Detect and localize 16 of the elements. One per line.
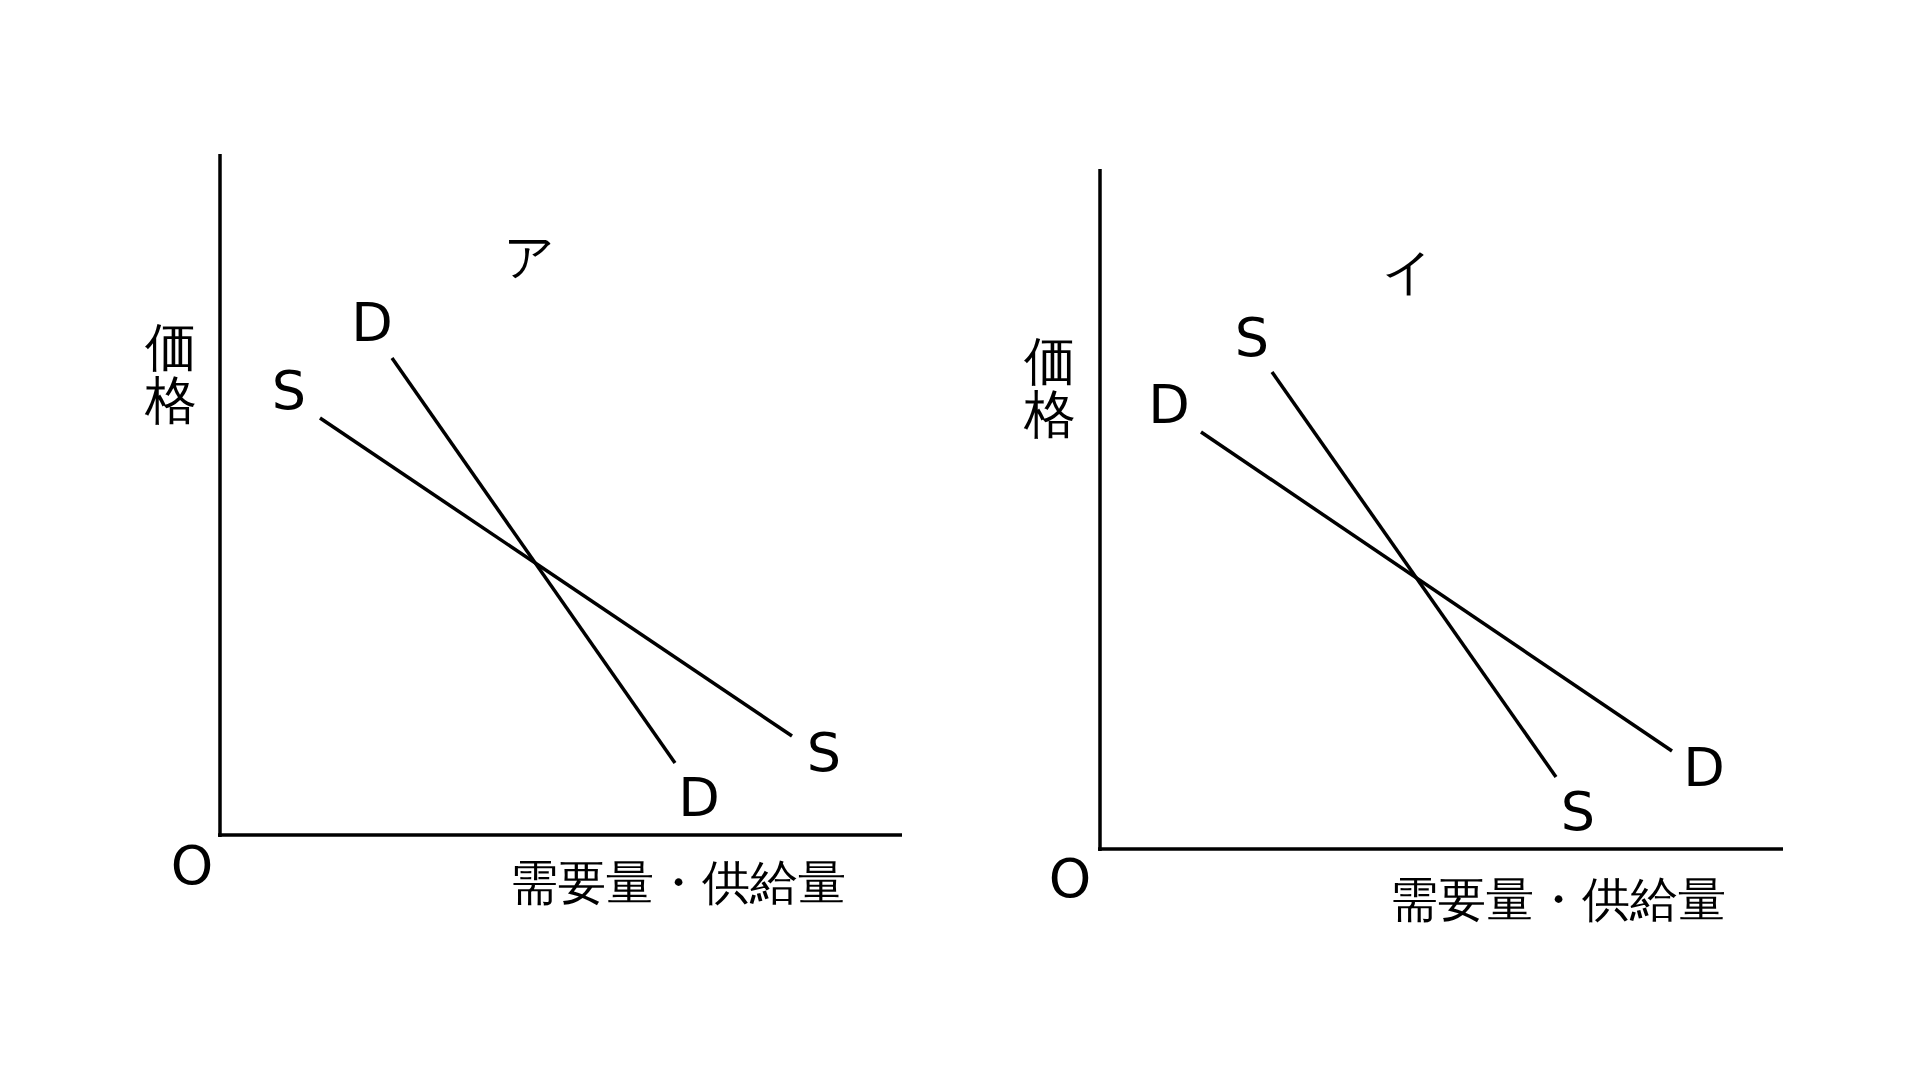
curve-label: D <box>678 771 720 825</box>
curve-label: S <box>1234 311 1270 365</box>
curve-label: D <box>351 296 393 350</box>
x-axis-label: 需要量・供給量 <box>510 858 846 906</box>
x-axis-label: 需要量・供給量 <box>1390 875 1726 923</box>
panel-label: イ <box>1381 247 1433 297</box>
y-axis-label: 価格 <box>145 320 197 428</box>
curve-label: S <box>806 726 842 780</box>
curve-label: S <box>1560 785 1596 839</box>
curve-label: D <box>1683 741 1725 795</box>
curve-label: D <box>1148 378 1190 432</box>
curve-label: S <box>271 364 307 418</box>
panel-label: ア <box>503 232 555 282</box>
y-axis-label: 価格 <box>1024 334 1076 442</box>
origin-label: O <box>170 839 214 893</box>
origin-label: O <box>1048 852 1092 906</box>
